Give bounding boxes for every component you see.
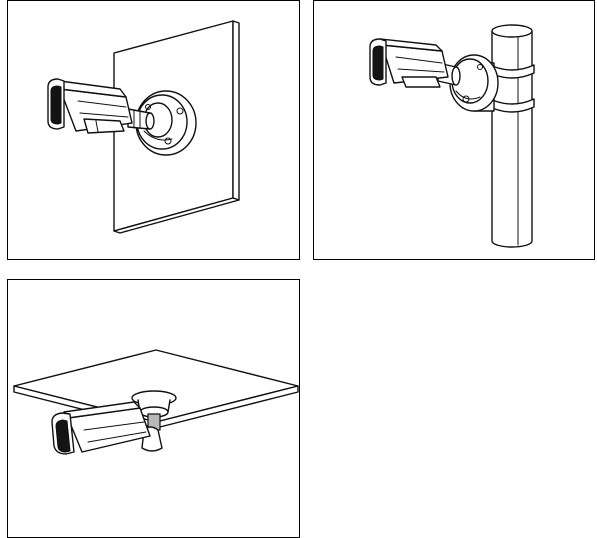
ceiling-mount-illustration	[13, 349, 299, 455]
camera-lens	[369, 38, 387, 86]
camera-body	[59, 80, 133, 134]
pole-mount-illustration	[369, 24, 535, 248]
pole-mount-panel	[313, 0, 595, 260]
pole	[491, 24, 533, 248]
camera-body	[379, 38, 449, 88]
camera-body	[63, 401, 151, 453]
bracket-arm	[127, 108, 155, 130]
junction-box	[449, 54, 499, 112]
junction-box	[135, 90, 197, 156]
camera-lens	[51, 412, 75, 455]
wall-mount-illustration	[47, 20, 240, 234]
ceiling-mount-panel	[7, 279, 300, 538]
wall-mount-panel	[7, 0, 300, 260]
camera-lens	[47, 78, 65, 130]
